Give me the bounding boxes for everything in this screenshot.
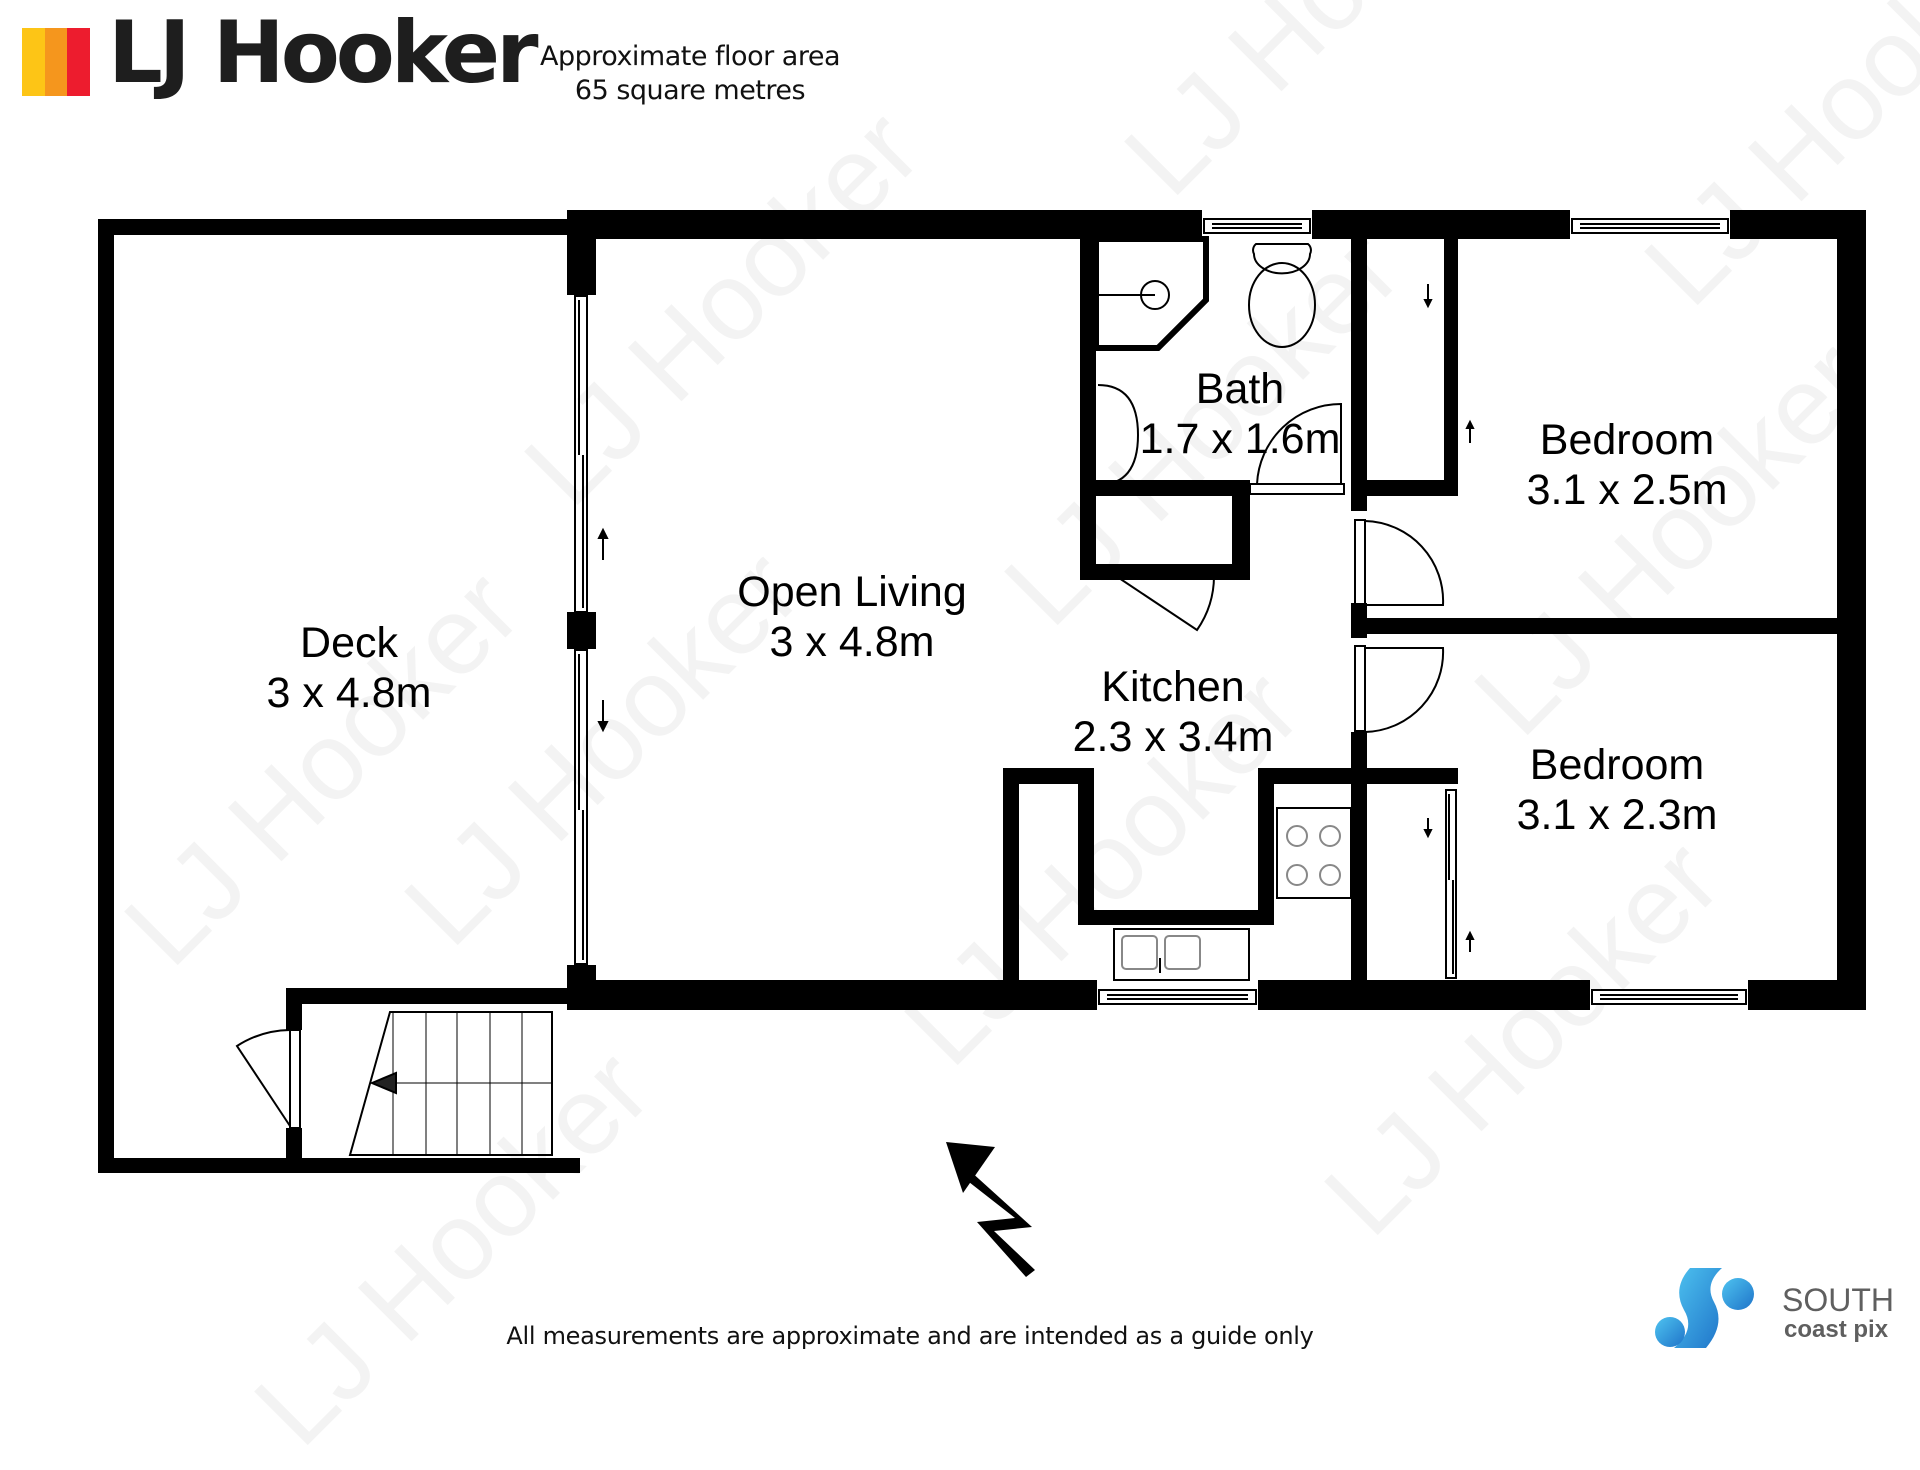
stairs	[348, 1011, 553, 1156]
room-name: Bedroom	[1529, 741, 1705, 789]
photographer-name-line2: coast pix	[1784, 1316, 1889, 1343]
room-dimensions: 3.1 x 2.5m	[1526, 466, 1728, 514]
lj-hooker-logo-mark	[22, 28, 91, 96]
room-dimensions: 3 x 4.8m	[769, 618, 935, 666]
room-dimensions: 2.3 x 3.4m	[1072, 713, 1274, 761]
south-coast-pix-logo: SOUTH coast pix	[1652, 1262, 1912, 1352]
room-label-deck: Deck 3 x 4.8m	[267, 618, 432, 718]
room-name: Kitchen	[1101, 663, 1245, 711]
room-label-kitchen: Kitchen 2.3 x 3.4m	[1073, 662, 1274, 762]
north-arrow-icon	[946, 1142, 1035, 1277]
brand-name: LJ Hooker	[108, 3, 539, 103]
room-dimensions: 3 x 4.8m	[266, 669, 432, 717]
slide-arrows	[597, 284, 1475, 952]
kitchen-fixtures	[1113, 807, 1352, 981]
sliding-doors	[574, 247, 1457, 979]
room-label-open-living: Open Living 3 x 4.8m	[737, 567, 967, 667]
room-label-bath: Bath 1.7 x 1.6m	[1140, 364, 1341, 464]
floor-area-line1: Approximate floor area	[540, 41, 841, 72]
south-coast-pix-icon	[1655, 1268, 1754, 1348]
room-name: Bath	[1195, 365, 1285, 413]
windows	[1098, 218, 1747, 1005]
disclaimer: All measurements are approximate and are…	[506, 1322, 1314, 1350]
hinged-doors	[235, 402, 1445, 1129]
photographer-name-line1: SOUTH	[1782, 1282, 1894, 1318]
room-label-bedroom-2: Bedroom 3.1 x 2.3m	[1517, 740, 1718, 840]
floor-area-note: Approximate floor area 65 square metres	[510, 40, 870, 108]
room-name: Bedroom	[1539, 416, 1715, 464]
room-dimensions: 1.7 x 1.6m	[1139, 415, 1341, 463]
room-name: Deck	[300, 619, 398, 667]
walls	[98, 210, 1866, 1173]
room-dimensions: 3.1 x 2.3m	[1516, 791, 1718, 839]
floor-plan	[98, 210, 1866, 1277]
room-label-bedroom-1: Bedroom 3.1 x 2.5m	[1527, 415, 1728, 515]
floor-area-line2: 65 square metres	[574, 75, 806, 106]
bath-fixtures	[1093, 236, 1316, 486]
room-name: Open Living	[737, 568, 967, 616]
